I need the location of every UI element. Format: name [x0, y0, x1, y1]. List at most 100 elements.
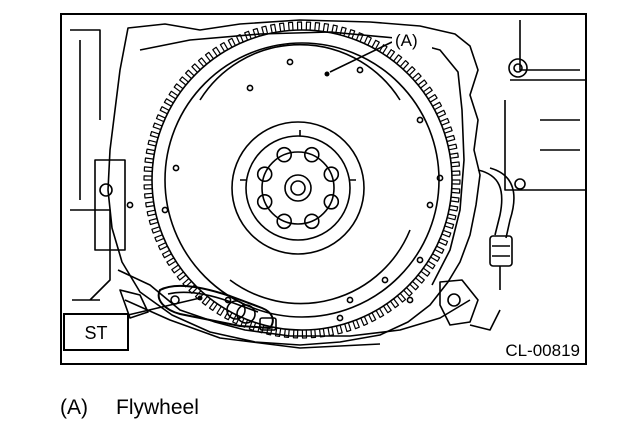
- bolt-hole: [406, 296, 414, 304]
- gear-tooth: [427, 93, 438, 103]
- gear-tooth: [432, 101, 443, 111]
- gear-tooth: [143, 175, 153, 181]
- gear-tooth: [148, 217, 159, 226]
- figure-code: CL-00819: [505, 341, 580, 360]
- st-leader: [127, 297, 201, 316]
- gear-tooth: [425, 260, 436, 270]
- gear-tooth: [393, 54, 403, 64]
- gear-tooth: [434, 245, 445, 254]
- hub-bolt: [303, 146, 320, 163]
- gear-tooth: [252, 27, 260, 38]
- gear-tooth: [444, 221, 455, 229]
- callout-a-label: (A): [395, 31, 418, 50]
- gear-tooth: [144, 157, 154, 164]
- gear-tooth: [436, 109, 447, 118]
- gear-tooth: [274, 327, 282, 337]
- ring-gear-outer: [151, 29, 453, 331]
- bolt-hole: [416, 256, 424, 264]
- gear-tooth: [216, 306, 226, 316]
- hub-bolt: [256, 166, 273, 182]
- bolt-hole: [356, 66, 364, 74]
- gear-tooth: [449, 152, 459, 159]
- gear-tooth: [197, 57, 208, 67]
- right-fitting: [508, 58, 528, 78]
- gear-tooth: [445, 134, 456, 143]
- hub-bolt: [323, 194, 340, 210]
- caption-text: Flywheel: [116, 396, 199, 419]
- gear-tooth: [375, 308, 385, 318]
- gear-tooth: [386, 48, 396, 59]
- lower-housing-strip: [117, 269, 471, 349]
- gear-tooth: [201, 296, 211, 306]
- gear-tooth: [146, 209, 157, 217]
- gear-tooth: [430, 253, 441, 262]
- gear-tooth: [352, 319, 360, 330]
- gear-tooth: [382, 303, 392, 314]
- gear-tooth: [448, 205, 459, 212]
- gear-tooth: [152, 122, 163, 131]
- bolt-hole: [381, 276, 389, 284]
- gear-tooth: [235, 33, 244, 44]
- gear-tooth: [331, 24, 338, 34]
- gear-tooth: [144, 192, 154, 199]
- gear-tooth: [438, 237, 449, 246]
- diagram-frame: [60, 13, 587, 365]
- flywheel-face-arc-1: [199, 43, 401, 101]
- gear-tooth: [143, 184, 153, 190]
- hub-bolt: [276, 213, 293, 230]
- gear-tooth: [406, 66, 416, 76]
- lower-bracket-right: [439, 279, 479, 326]
- gear-tooth: [145, 148, 156, 155]
- gear-tooth: [151, 226, 161, 234]
- gear-tooth: [191, 63, 201, 73]
- gear-tooth: [185, 69, 195, 80]
- gear-tooth: [157, 242, 168, 251]
- gear-tooth: [339, 26, 347, 37]
- gear-tooth: [143, 166, 153, 172]
- gear-tooth: [310, 329, 317, 339]
- gear-tooth: [447, 213, 457, 221]
- gear-tooth: [423, 86, 433, 96]
- gear-tooth: [176, 271, 187, 281]
- hub-ring: [245, 135, 351, 241]
- gear-tooth: [371, 39, 380, 50]
- hub-bolt: [323, 166, 340, 182]
- gear-tooth: [204, 51, 214, 62]
- gear-tooth: [441, 229, 452, 238]
- gear-tooth: [278, 22, 286, 32]
- coolant-pipe: [477, 167, 515, 239]
- gear-tooth: [355, 32, 364, 42]
- gear-tooth: [305, 21, 312, 31]
- bolt-hole: [426, 201, 434, 209]
- gear-tooth: [344, 322, 352, 333]
- gear-tooth: [227, 37, 236, 48]
- housing-inner-edge: [139, 31, 465, 286]
- gear-tooth: [403, 287, 413, 297]
- bolt-hole: [286, 58, 294, 66]
- gear-tooth: [244, 30, 252, 41]
- caption-key: (A): [60, 396, 88, 419]
- gear-tooth: [368, 312, 377, 323]
- gear-tooth: [270, 23, 277, 34]
- gear-tooth: [145, 201, 155, 208]
- st-label: ST: [84, 323, 107, 343]
- gear-tooth: [447, 143, 458, 151]
- gear-tooth: [439, 117, 450, 126]
- ring-gear-teeth: [143, 21, 461, 339]
- gear-tooth: [155, 114, 166, 123]
- gear-tooth: [168, 90, 179, 100]
- hub-bolts: [256, 146, 340, 230]
- gear-tooth: [283, 329, 290, 338]
- gear-tooth: [159, 106, 170, 115]
- gear-tooth: [451, 170, 461, 176]
- hub-outer: [231, 121, 365, 255]
- gear-tooth: [163, 98, 174, 107]
- callout-a-leader: [329, 41, 393, 73]
- gear-tooth: [450, 161, 460, 168]
- gear-tooth: [417, 79, 428, 89]
- bolt-hole: [346, 296, 354, 304]
- gear-tooth: [412, 72, 422, 82]
- figure-caption: (A) Flywheel: [60, 396, 199, 420]
- gear-tooth: [451, 188, 461, 194]
